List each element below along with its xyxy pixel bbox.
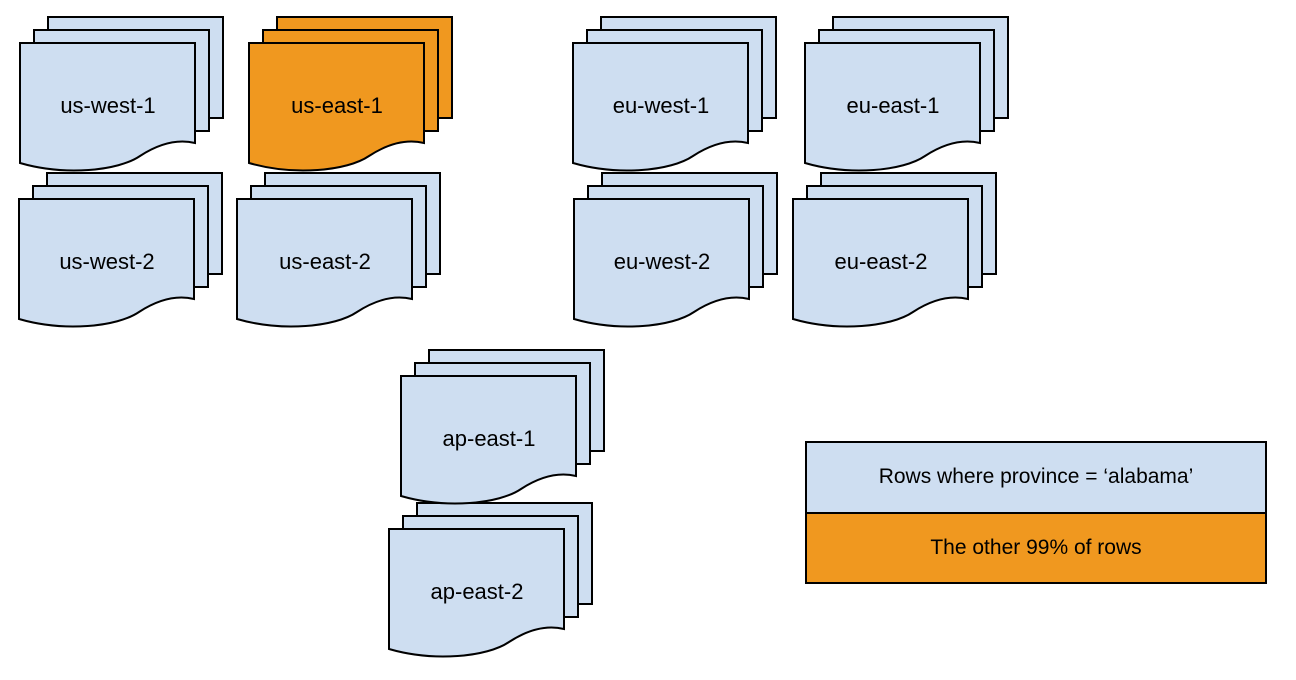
region-label: us-east-1 [291,93,383,118]
document-stack-icon [572,16,777,172]
region-label: us-west-1 [60,93,156,118]
stack-eu-west-1: eu-west-1 [572,16,778,178]
legend-item-label: The other 99% of rows [930,535,1142,559]
legend-item-other-rows: The other 99% of rows [807,513,1265,582]
stack-eu-east-1: eu-east-1 [804,16,1010,178]
document-stack-icon [236,172,441,328]
stack-ap-east-2: ap-east-2 [388,502,594,664]
legend-item-alabama-rows: Rows where province = ‘alabama’ [807,443,1265,514]
legend-item-label: Rows where province = ‘alabama’ [878,465,1194,489]
region-label: eu-east-2 [834,249,928,274]
document-stack-icon [792,172,997,328]
region-label: us-east-2 [279,249,371,274]
document-stack-icon [400,349,605,505]
region-label: eu-west-2 [613,249,711,274]
region-label: ap-east-1 [442,426,536,451]
stack-eu-east-2: eu-east-2 [792,172,998,334]
legend: Rows where province = ‘alabama’ The othe… [805,441,1267,584]
region-label: eu-west-1 [612,93,710,118]
stack-us-west-2: us-west-2 [18,172,224,334]
stack-us-west-1: us-west-1 [19,16,225,178]
stack-eu-west-2: eu-west-2 [573,172,779,334]
region-label: eu-east-1 [846,93,940,118]
document-stack-icon [388,502,593,658]
stack-us-east-1: us-east-1 [248,16,454,178]
stack-ap-east-1: ap-east-1 [400,349,606,511]
region-label: ap-east-2 [430,579,524,604]
region-label: us-west-2 [59,249,155,274]
document-stack-icon [18,172,223,328]
stack-us-east-2: us-east-2 [236,172,442,334]
document-stack-icon [19,16,224,172]
document-stack-icon [804,16,1009,172]
document-stack-icon [573,172,778,328]
document-stack-icon [248,16,453,172]
